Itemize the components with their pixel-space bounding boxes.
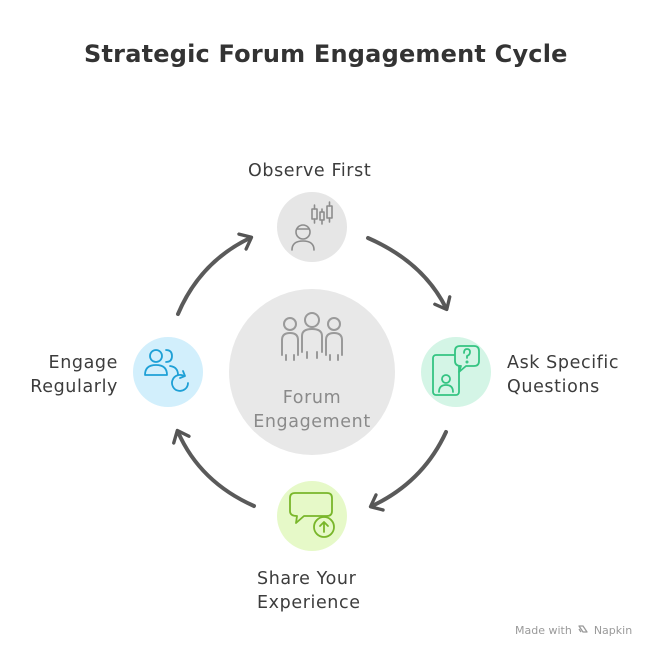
chat-bubble-with-upload-icon [289,492,335,538]
engage-node-circle [133,337,203,407]
ask-label-line2: Questions [507,377,600,397]
center-circle [229,289,395,455]
arrow-engage-to-observe [176,232,254,316]
arrow-ask-to-share [368,430,448,512]
center-label: Forum Engagement [230,386,394,434]
phone-with-question-bubble-icon [432,345,480,396]
users-with-refresh-icon [144,349,189,392]
person-with-candlestick-chart-icon [291,201,333,251]
share-label-line1: Share Your [257,569,357,589]
diagram-title: Strategic Forum Engagement Cycle [84,40,568,68]
observe-label-line1: Observe First [248,161,372,181]
arrow-observe-to-ask [366,236,452,312]
napkin-footer[interactable]: Made with Napkin [515,624,632,637]
made-with-text: Made with [515,624,572,637]
share-label: Share Your Experience [257,567,361,615]
observe-label: Observe First [248,159,371,183]
engage-label: Engage Regularly [16,351,118,399]
engage-label-line1: Engage [48,353,118,373]
ask-label-line1: Ask Specific [507,353,620,373]
arrow-share-to-engage [172,428,256,508]
napkin-logo-icon [578,625,588,633]
group-of-people-icon [281,312,343,361]
observe-node-circle [277,192,347,262]
center-label-line2: Engagement [253,412,371,432]
napkin-brand-text: Napkin [593,624,633,637]
share-label-line2: Experience [257,593,361,613]
ask-label: Ask Specific Questions [507,351,619,399]
engage-label-line2: Regularly [30,377,118,397]
center-label-line1: Forum [282,388,342,408]
